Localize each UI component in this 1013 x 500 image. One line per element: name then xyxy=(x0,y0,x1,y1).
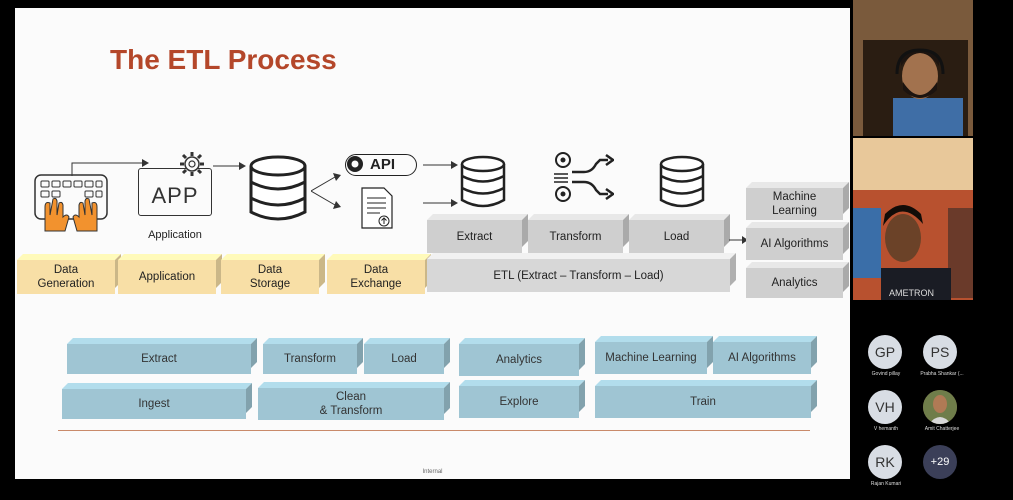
presentation-slide: The ETL Process APP Application xyxy=(15,8,850,479)
source-box-label: Data Exchange xyxy=(350,264,402,290)
split-arrow-icon xyxy=(311,173,341,209)
source-box-label: Data Generation xyxy=(37,264,95,290)
grid-box: Explore xyxy=(459,386,579,418)
grid-box-label: AI Algorithms xyxy=(728,352,796,364)
participant-name: Govind pillay xyxy=(871,371,901,377)
gear-icon xyxy=(180,152,204,176)
etl-step-box: Transform xyxy=(528,220,623,253)
source-box: Data Generation xyxy=(17,260,115,294)
participant-initials: GP xyxy=(874,344,896,360)
participant-name: V hemanth xyxy=(873,426,899,432)
video-tile-speaker[interactable] xyxy=(853,0,973,136)
footer-label: Internal xyxy=(422,469,443,475)
gear-icon xyxy=(347,156,363,172)
avatar-photo xyxy=(923,390,957,424)
grid-box-label: Extract xyxy=(141,353,177,365)
grid-box: Train xyxy=(595,386,811,418)
etl-step-label: Transform xyxy=(549,230,602,243)
grid-box: Clean & Transform xyxy=(258,388,444,420)
participant-name: Amit Chatterjee xyxy=(924,426,960,432)
grid-box-label: Transform xyxy=(284,353,336,365)
output-box-label: Analytics xyxy=(771,277,818,289)
database-icon xyxy=(249,155,307,221)
etl-step-box: Extract xyxy=(427,220,522,253)
etl-bar-label: ETL (Extract – Transform – Load) xyxy=(493,269,664,282)
source-box: Data Storage xyxy=(221,260,319,294)
participant-avatar[interactable]: PS xyxy=(923,335,957,369)
etl-step-label: Load xyxy=(663,230,690,243)
api-badge: API xyxy=(345,154,417,176)
arrow-icon xyxy=(729,236,748,244)
database-icon xyxy=(460,155,506,208)
app-label: APP xyxy=(151,183,199,208)
database-icon xyxy=(659,155,705,208)
participant-name: Prabha Shankar (... xyxy=(920,371,964,377)
output-box: Analytics xyxy=(746,268,843,298)
output-box-label: Machine Learning xyxy=(772,191,817,217)
participant-initials: PS xyxy=(930,344,950,360)
grid-box: Extract xyxy=(67,344,251,374)
arrow-icon xyxy=(423,161,458,207)
slide-title: The ETL Process xyxy=(110,44,337,75)
grid-box-label: Explore xyxy=(499,396,539,408)
source-box-label: Data Storage xyxy=(249,264,291,290)
participant-name: Rajan Kumari xyxy=(870,481,902,487)
document-upload-icon xyxy=(361,187,393,229)
participant-video xyxy=(853,0,973,136)
application-caption: Application xyxy=(148,229,202,241)
grid-box: AI Algorithms xyxy=(713,342,811,374)
output-box: AI Algorithms xyxy=(746,228,843,260)
output-box: Machine Learning xyxy=(746,188,843,220)
grid-box-label: Load xyxy=(391,353,417,365)
video-tile-participant[interactable]: AMETRON xyxy=(853,138,973,300)
participant-avatar[interactable]: VH xyxy=(868,390,902,424)
grid-box-label: Analytics xyxy=(495,354,543,366)
grid-box: Load xyxy=(364,344,444,374)
source-box: Application xyxy=(118,260,216,294)
participant-initials: RK xyxy=(875,454,895,470)
more-participants-count: +29 xyxy=(930,456,950,468)
grid-box-label: Clean & Transform xyxy=(319,391,383,417)
arrow-icon xyxy=(71,159,149,176)
participant-initials: VH xyxy=(875,399,895,415)
grid-box: Ingest xyxy=(62,389,246,419)
output-box-label: AI Algorithms xyxy=(760,238,829,250)
grid-box-label: Train xyxy=(690,396,716,408)
etl-bar: ETL (Extract – Transform – Load) xyxy=(427,259,730,292)
arrow-icon xyxy=(213,162,246,170)
more-participants-button[interactable]: +29 xyxy=(923,445,957,479)
grid-box-label: Ingest xyxy=(138,398,170,410)
grid-box-label: Machine Learning xyxy=(605,352,697,364)
participant-video: AMETRON xyxy=(853,138,973,300)
svg-text:AMETRON: AMETRON xyxy=(889,288,934,298)
grid-box: Machine Learning xyxy=(595,342,707,374)
keyboard-typing-icon xyxy=(34,174,108,232)
grid-box: Analytics xyxy=(459,344,579,376)
grid-box: Transform xyxy=(263,344,357,374)
etl-step-label: Extract xyxy=(456,230,493,243)
participant-avatar[interactable]: RK xyxy=(868,445,902,479)
etl-step-box: Load xyxy=(629,220,724,253)
participant-avatar-photo[interactable] xyxy=(923,390,957,424)
app-window-icon: APP xyxy=(138,168,212,216)
divider xyxy=(58,430,810,431)
source-box: Data Exchange xyxy=(327,260,425,294)
transform-process-icon xyxy=(554,152,614,202)
api-label: API xyxy=(370,156,396,173)
participant-avatar[interactable]: GP xyxy=(868,335,902,369)
source-box-label: Application xyxy=(138,271,196,283)
